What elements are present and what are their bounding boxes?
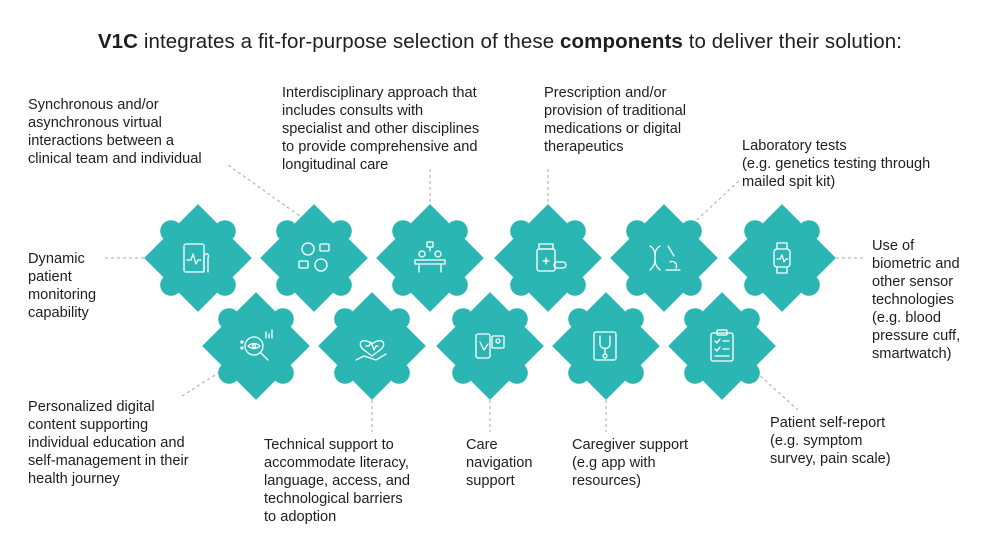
- title-company: V1C: [97, 30, 139, 53]
- label-personalized-content: Personalized digital content supporting …: [28, 399, 189, 487]
- label-interdisciplinary-approach: Interdisciplinary approach that includes…: [282, 85, 480, 173]
- smartwatch-icon: [773, 242, 791, 274]
- video-call-icon: [298, 242, 330, 272]
- label-dynamic-monitoring: Dynamic patient monitoring capability: [28, 251, 97, 321]
- heart-hand-icon: [355, 340, 387, 361]
- label-synchronous-interactions: Synchronous and/or asynchronous virtual …: [28, 97, 202, 167]
- label-patient-self-report: Patient self-report (e.g. symptom survey…: [770, 415, 891, 467]
- label-laboratory-tests: Laboratory tests (e.g. genetics testing …: [742, 138, 931, 190]
- title-emphasis: components: [560, 30, 683, 53]
- dna-microscope-icon: [649, 245, 681, 271]
- stethoscope-tablet-icon: [593, 331, 617, 361]
- magnifier-eye-icon: [240, 329, 273, 361]
- phone-map-icon: [475, 333, 505, 359]
- medication-bottle-icon: [536, 243, 567, 272]
- label-biometric-sensors: Use of biometric and other sensor techno…: [872, 238, 961, 362]
- connector-synchronous-interactions: [227, 164, 315, 227]
- label-prescription: Prescription and/or provision of traditi…: [544, 85, 686, 155]
- page-title: V1C integrates a fit-for-purpose selecti…: [0, 30, 1000, 54]
- title-tail: to deliver their solution:: [682, 30, 903, 53]
- tablet-monitoring-icon: [183, 243, 210, 273]
- connector-patient-self-report: [755, 371, 799, 411]
- consult-desk-icon: [414, 241, 446, 273]
- label-technical-support: Technical support to accommodate literac…: [264, 437, 411, 525]
- connector-personalized-content: [181, 371, 221, 397]
- label-caregiver-support: Caregiver support (e.g app with resource…: [572, 437, 688, 489]
- clipboard-checklist-icon: [710, 329, 734, 362]
- title-middle: integrates a fit-for-purpose selection o…: [138, 30, 561, 53]
- label-care-navigation: Care navigation support: [466, 437, 533, 489]
- puzzle-pieces: [128, 188, 852, 416]
- connector-laboratory-tests: [687, 179, 741, 229]
- puzzle-icons: [183, 241, 791, 362]
